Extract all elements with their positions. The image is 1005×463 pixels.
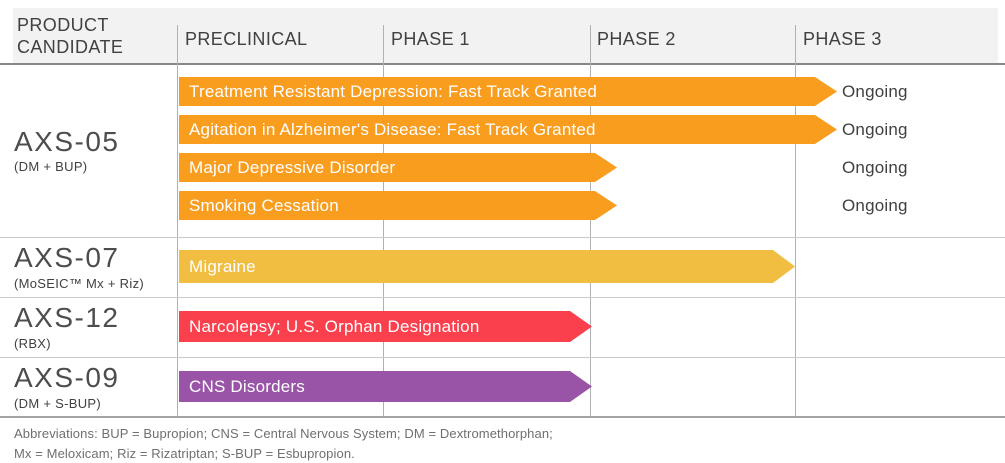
phase-header-preclinical: PRECLINICAL (185, 29, 308, 49)
column-divider-preclinical-phase1 (383, 25, 384, 417)
header-bottom-rule (0, 63, 1005, 65)
status-ongoing-label: Ongoing (842, 119, 908, 139)
product-section-axs-12: AXS-12(RBX) (14, 297, 174, 357)
pipeline-bar: Agitation in Alzheimer's Disease: Fast T… (179, 115, 837, 144)
column-divider-phase1-phase2 (590, 25, 591, 417)
product-name: AXS-09 (14, 362, 120, 394)
abbreviations-line-1: Abbreviations: BUP = Bupropion; CNS = Ce… (14, 426, 553, 441)
row-separator (0, 237, 1005, 238)
product-name: AXS-05 (14, 125, 120, 157)
product-components: (MoSEIC™ Mx + Riz) (14, 275, 144, 291)
pipeline-bar: Treatment Resistant Depression: Fast Tra… (179, 77, 837, 106)
product-candidate-header: PRODUCT CANDIDATE (17, 15, 124, 57)
pipeline-bar: Migraine (179, 250, 795, 283)
product-components: (DM + S-BUP) (14, 395, 102, 411)
phase-header-phase-1: PHASE 1 (391, 29, 470, 49)
status-ongoing-label: Ongoing (842, 157, 908, 177)
abbreviations-line-2: Mx = Meloxicam; Riz = Rizatriptan; S-BUP… (14, 446, 355, 462)
column-divider-phase2-phase3 (795, 25, 796, 417)
pipeline-bar: Smoking Cessation (179, 191, 617, 220)
product-section-axs-09: AXS-09(DM + S-BUP) (14, 357, 174, 417)
indication-label: Major Depressive Disorder (189, 157, 396, 177)
indication-label: Treatment Resistant Depression: Fast Tra… (189, 81, 598, 101)
pipeline-bar: CNS Disorders (179, 371, 592, 402)
indication-label: Migraine (189, 256, 256, 276)
status-ongoing-label: Ongoing (842, 195, 908, 215)
product-components: (RBX) (14, 335, 51, 351)
column-divider-product (177, 25, 178, 417)
product-name: AXS-07 (14, 242, 120, 274)
phase-header-phase-2: PHASE 2 (597, 29, 676, 49)
indication-label: CNS Disorders (189, 376, 305, 396)
abbreviations-footnote: Abbreviations: BUP = Bupropion; CNS = Ce… (14, 424, 553, 463)
indication-label: Narcolepsy; U.S. Orphan Designation (189, 316, 480, 336)
product-section-axs-05: AXS-05 (DM + BUP) (14, 64, 174, 237)
phase-header-phase-3: PHASE 3 (803, 29, 882, 49)
row-separator (0, 357, 1005, 358)
indication-label: Agitation in Alzheimer's Disease: Fast T… (189, 119, 596, 139)
row-separator (0, 297, 1005, 298)
product-section-axs-07: AXS-07(MoSEIC™ Mx + Riz) (14, 237, 174, 297)
status-ongoing-label: Ongoing (842, 81, 908, 101)
table-bottom-rule (0, 416, 1005, 418)
pipeline-bar: Major Depressive Disorder (179, 153, 617, 182)
pipeline-bar: Narcolepsy; U.S. Orphan Designation (179, 311, 592, 342)
product-name: AXS-12 (14, 302, 120, 334)
product-components: (DM + BUP) (14, 159, 88, 175)
indication-label: Smoking Cessation (189, 195, 339, 215)
